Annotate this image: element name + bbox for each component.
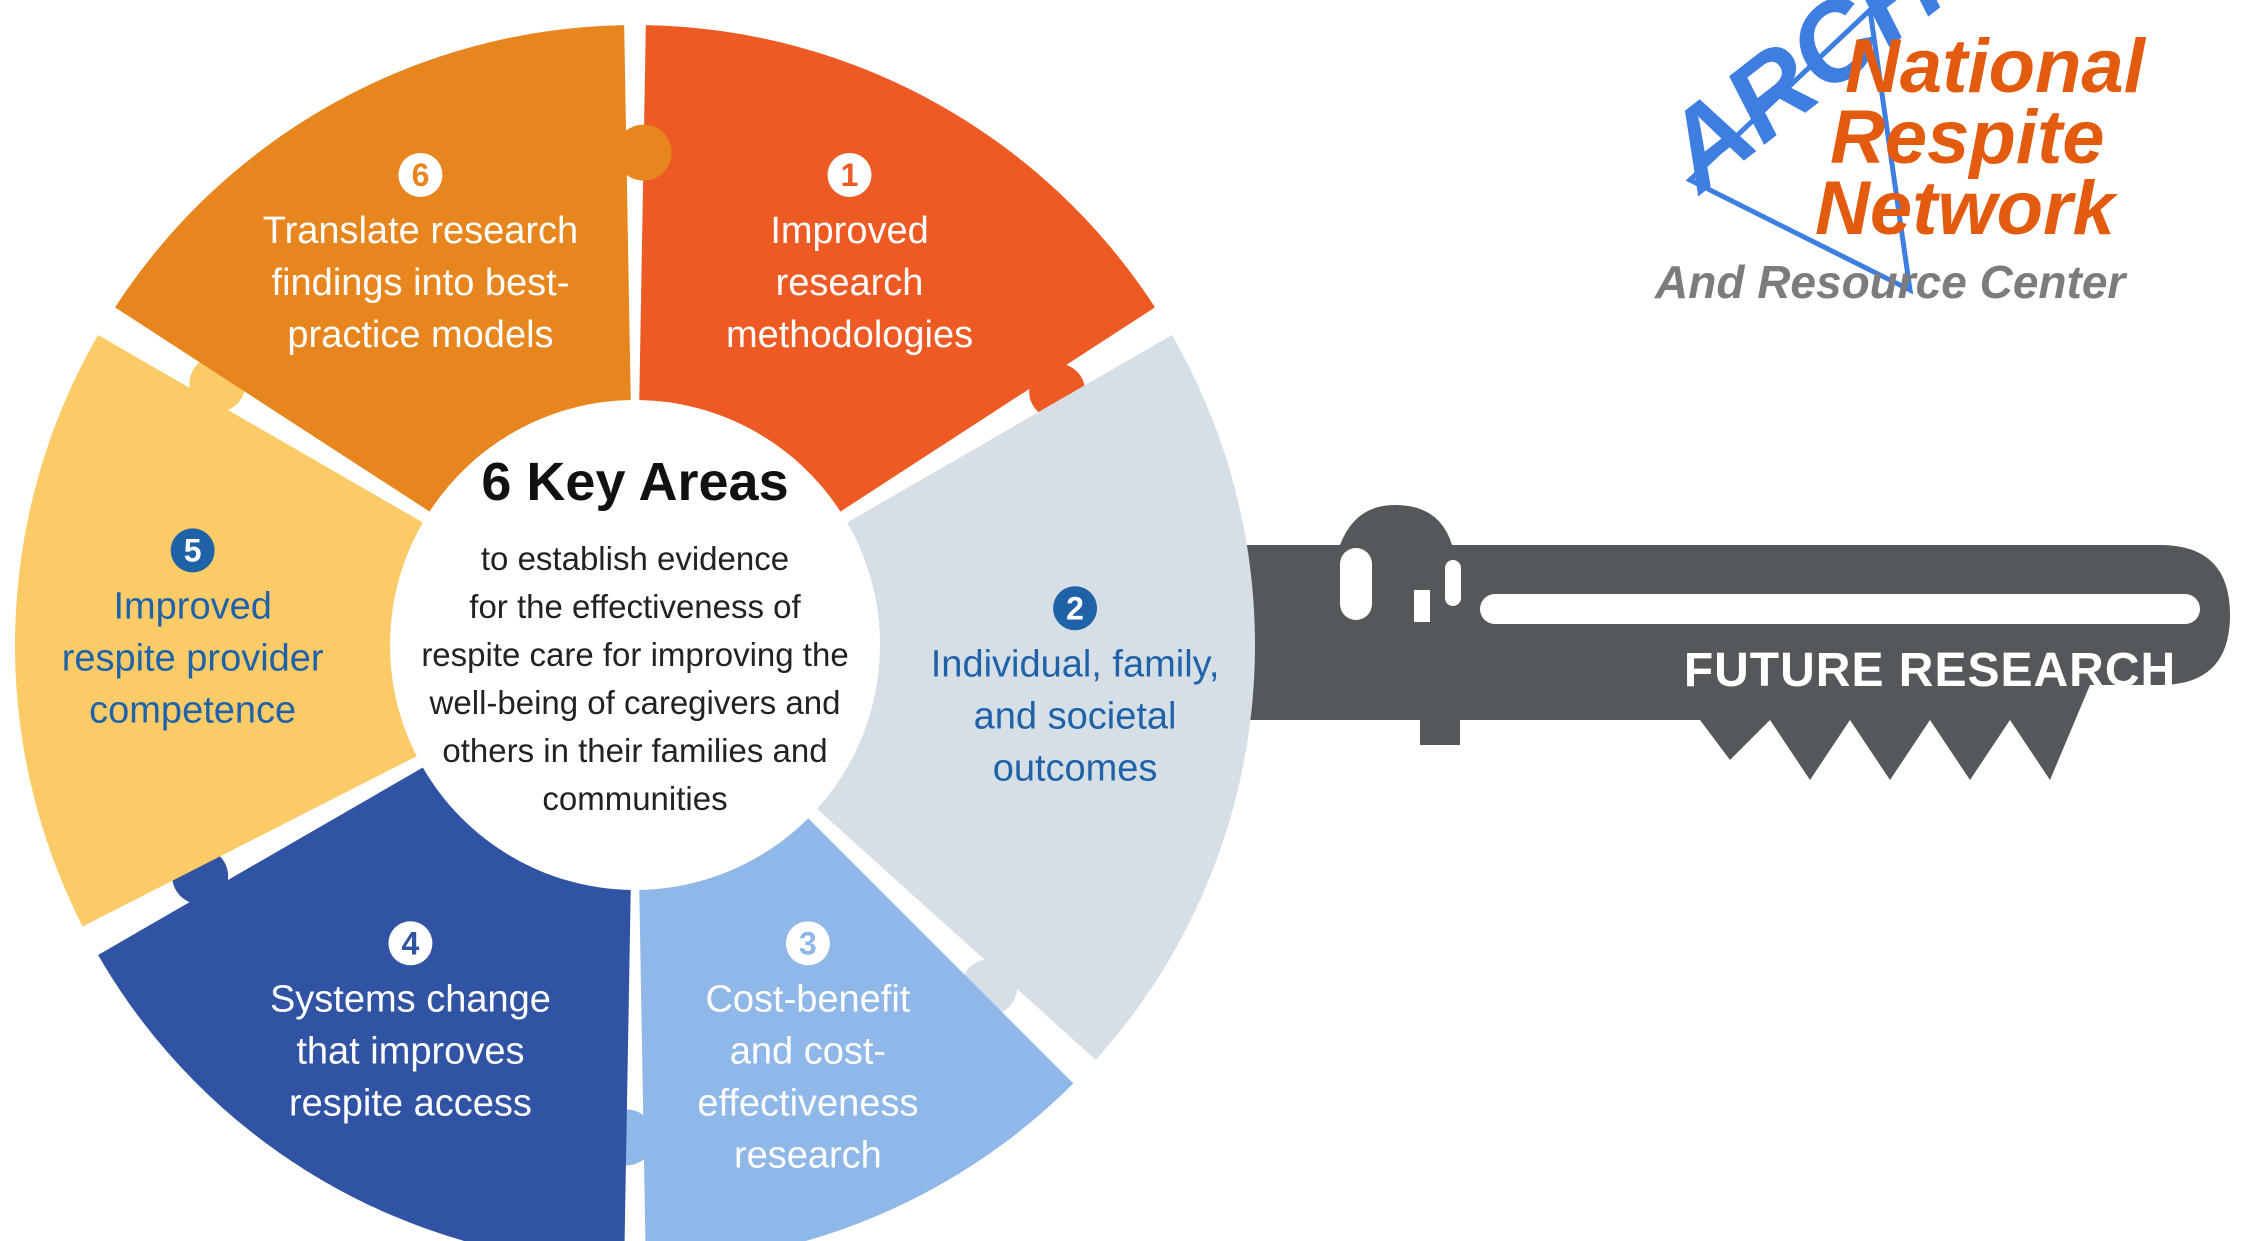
key-notch [1445, 560, 1461, 606]
segment-shape-2 [817, 335, 1255, 1060]
key-hole-2 [1414, 590, 1430, 622]
number-label-1: 1 [841, 157, 859, 193]
logo-triangle [1685, 4, 1914, 295]
center-description-line-3: respite care for improving the [421, 636, 848, 673]
arch-logo: ARCH National Respite Network And Resour… [1637, 0, 2147, 308]
logo-subtitle: And Resource Center [1654, 256, 2127, 308]
center-description: to establish evidence for the effectivene… [421, 540, 848, 817]
segment-label-3-line-2: and cost- [730, 1030, 886, 1072]
center-circle: 6 Key Areas to establish evidence for the… [395, 405, 875, 885]
key-graphic: FUTURE RESEARCH [1230, 505, 2230, 780]
segment-label-6-line-1: Translate research [263, 210, 578, 252]
center-description-line-6: communities [542, 780, 727, 817]
segment-label-1-line-2: research [776, 262, 924, 304]
key-areas-ring: 1Improvedresearchmethodologies2Individua… [15, 25, 1255, 1241]
center-description-line-4: well-being of caregivers and [429, 684, 841, 721]
segment-label-3-line-3: effectiveness [697, 1082, 918, 1124]
number-badge-5 [170, 528, 215, 573]
segment-label-2-line-1: Individual, family, [931, 643, 1220, 685]
key-shaft [1230, 505, 2230, 780]
segment-label-5-line-3: competence [89, 689, 296, 731]
segment-shape-1 [639, 25, 1155, 512]
segment-label-4-line-2: that improves [296, 1030, 524, 1072]
segment-label-3-line-1: Cost-benefit [705, 978, 910, 1020]
segment-label-1-line-3: methodologies [726, 314, 973, 356]
number-label-3: 3 [799, 925, 817, 961]
center-description-line-2: for the effectiveness of [469, 588, 801, 625]
segment-label-3-line-4: research [734, 1134, 882, 1176]
segment-label-2-line-3: outcomes [993, 747, 1158, 789]
segment-label-2-line-2: and societal [974, 695, 1177, 737]
key-label: FUTURE RESEARCH [1684, 644, 2176, 697]
segment-shape-5 [15, 335, 423, 927]
center-description-line-1: to establish evidence [481, 540, 789, 577]
key-hole-1 [1340, 548, 1372, 620]
segment-label-6-line-3: practice models [287, 314, 553, 356]
center-title: 6 Key Areas [481, 452, 788, 512]
number-badge-2 [1053, 586, 1098, 631]
segment-shape-4 [98, 767, 631, 1241]
logo-title-line-2: Respite [1830, 95, 2105, 180]
number-label-4: 4 [402, 925, 420, 961]
number-badge-6 [398, 152, 443, 197]
logo-title-line-3: Network [1815, 166, 2119, 251]
logo-title-line-1: National [1845, 24, 2147, 109]
number-label-2: 2 [1066, 590, 1084, 626]
number-badge-4 [388, 921, 433, 966]
segment-label-6-line-2: findings into best- [272, 262, 570, 304]
number-badge-3 [785, 921, 830, 966]
segment-label-4-line-1: Systems change [270, 978, 551, 1020]
number-label-6: 6 [412, 157, 430, 193]
segment-label-1-line-1: Improved [770, 210, 928, 252]
segment-label-5-line-2: respite provider [62, 637, 324, 679]
segment-shape-3 [639, 818, 1074, 1241]
key-slot [1480, 594, 2200, 624]
segment-label-4-line-3: respite access [289, 1082, 532, 1124]
segment-label-5-line-1: Improved [113, 585, 271, 627]
segment-shape-6 [115, 25, 631, 512]
number-label-5: 5 [184, 532, 202, 568]
number-badge-1 [827, 152, 872, 197]
center-description-line-5: others in their families and [442, 732, 827, 769]
puzzle-tab-6 [615, 124, 672, 181]
